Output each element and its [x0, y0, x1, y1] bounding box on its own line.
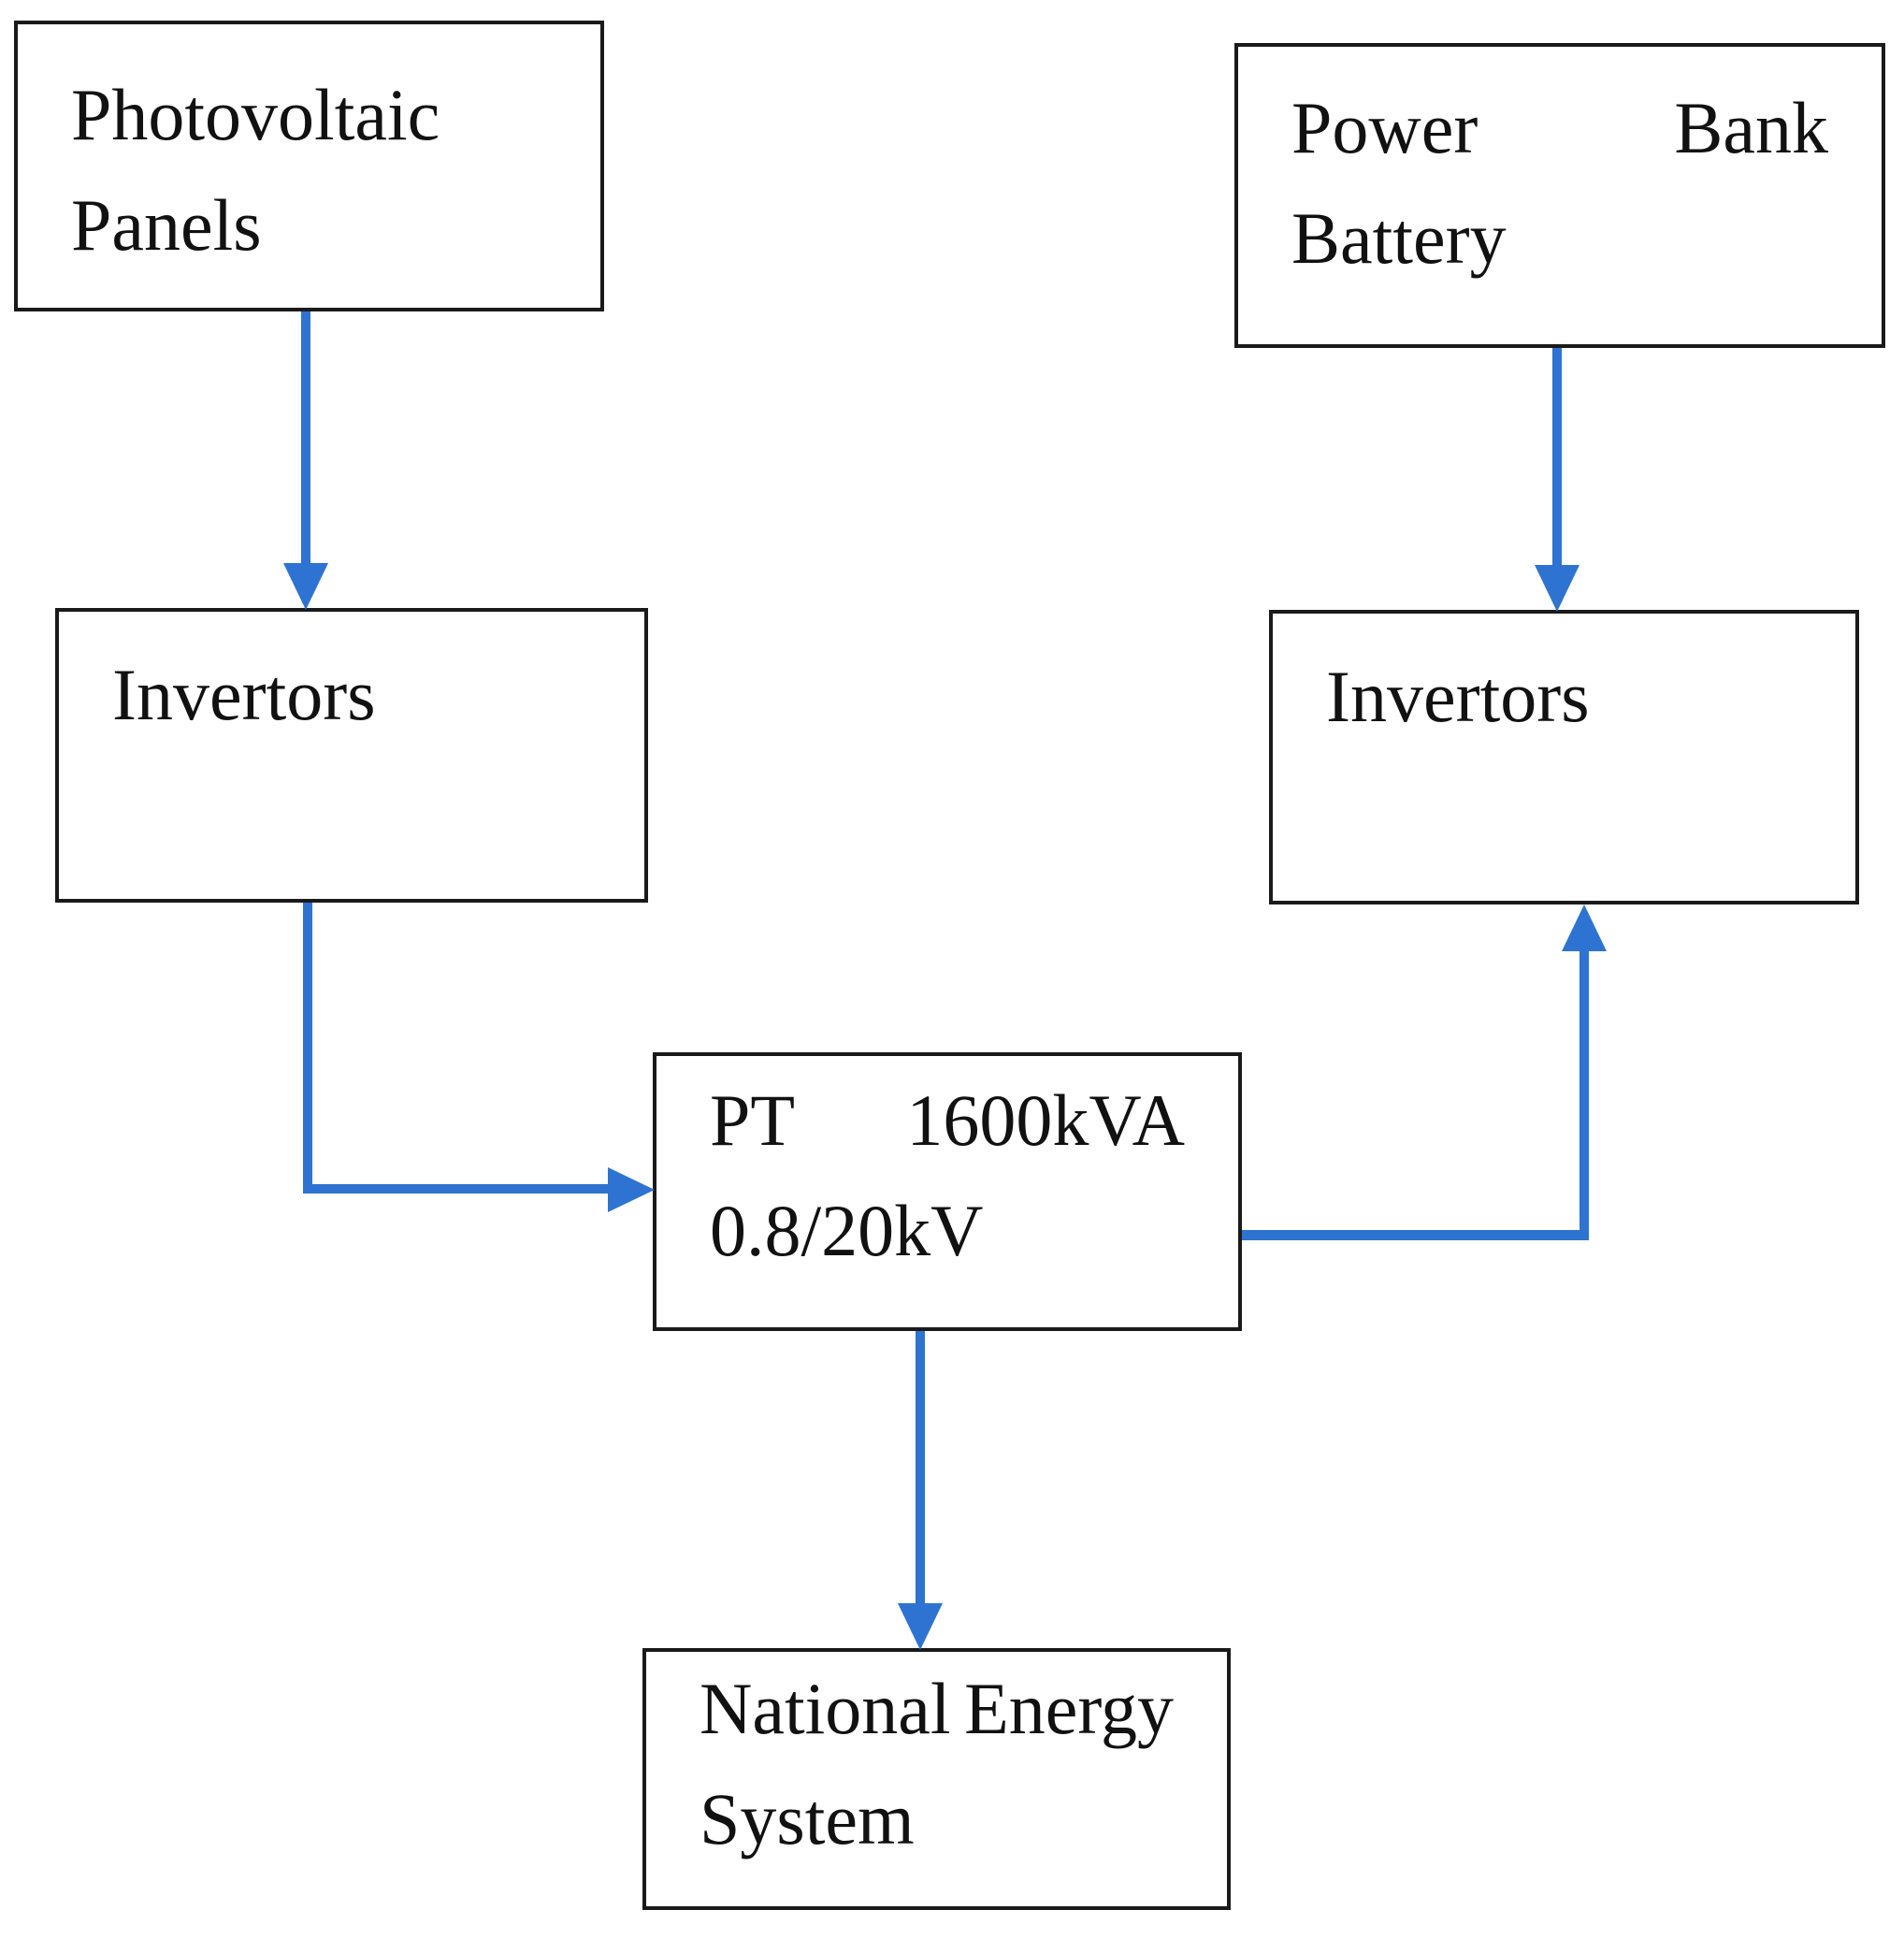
arrow-pt-to-invertors-horizontal-shaft [1242, 1230, 1589, 1240]
arrow-pv-to-invertors-head-icon [283, 563, 328, 610]
box-invertors-left: Invertors [55, 608, 648, 903]
box-label-line: National Energy [700, 1654, 1174, 1764]
arrow-invertors-to-pt-head-icon [608, 1167, 655, 1212]
box-label-line: Panels [71, 184, 262, 266]
arrow-pv-to-invertors-shaft [301, 311, 310, 565]
arrow-pt-to-national-head-icon [898, 1603, 943, 1650]
arrow-battery-to-invertors-head-icon [1535, 565, 1579, 612]
box-label-line: System [700, 1778, 915, 1859]
box-national-energy-system: National Energy System [642, 1648, 1231, 1910]
box-label-line: PT 1600kVA [710, 1065, 1185, 1176]
arrow-invertors-to-pt-vertical-shaft [303, 903, 312, 1194]
arrow-invertors-to-pt-horizontal-shaft [303, 1184, 610, 1194]
box-label-word: Energy [964, 1668, 1174, 1749]
arrow-pt-to-national-shaft [916, 1331, 925, 1605]
arrow-battery-to-invertors-shaft [1552, 348, 1562, 567]
box-label-line: Invertors [112, 654, 376, 735]
box-invertors-right: Invertors [1269, 610, 1859, 904]
box-label-line: Photovoltaic [71, 74, 440, 155]
box-label-word: PT [710, 1079, 796, 1161]
box-power-bank-battery: Power Bank Battery [1234, 43, 1885, 348]
box-label-line: Battery [1291, 197, 1507, 279]
box-label-line: 0.8/20kV [710, 1190, 984, 1271]
box-photovoltaic-panels: Photovoltaic Panels [14, 21, 604, 311]
arrow-pt-to-invertors-vertical-shaft [1579, 948, 1589, 1240]
box-label-word: Bank [1674, 87, 1828, 168]
box-label-line: Power Bank [1291, 73, 1828, 183]
box-label-word: Power [1291, 87, 1478, 168]
box-pt-transformer: PT 1600kVA 0.8/20kV [653, 1052, 1242, 1331]
box-label-word: 1600kVA [906, 1079, 1185, 1161]
arrow-pt-to-invertors-head-icon [1562, 904, 1607, 951]
box-label-line: Invertors [1326, 656, 1590, 737]
box-label-word: National [700, 1668, 951, 1749]
